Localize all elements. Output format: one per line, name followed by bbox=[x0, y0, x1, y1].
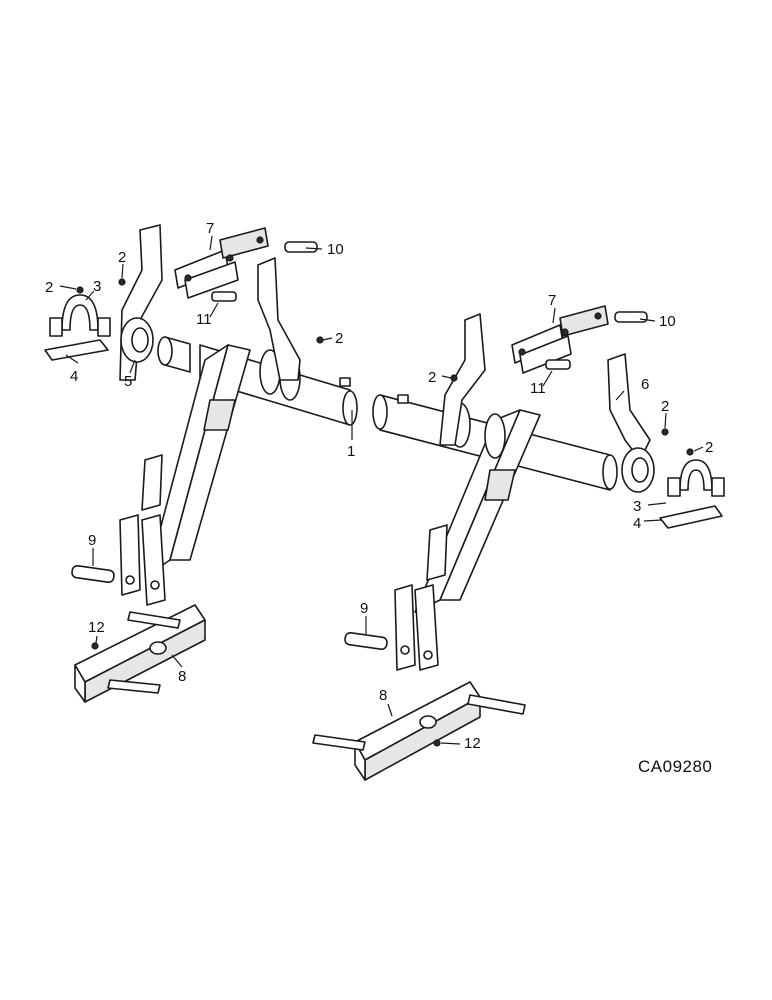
callout-2: 2 bbox=[705, 439, 713, 456]
left-axle-beam bbox=[74, 604, 206, 703]
callout-6: 6 bbox=[641, 376, 649, 393]
right-clamp bbox=[659, 459, 725, 529]
right-axle-beam bbox=[312, 681, 526, 781]
left-clamp bbox=[44, 294, 111, 361]
left-pin-11 bbox=[211, 291, 237, 302]
left-link-assembly bbox=[174, 227, 269, 299]
grease-fittings bbox=[76, 278, 694, 747]
callout-1: 1 bbox=[347, 443, 355, 460]
callout-2: 2 bbox=[335, 330, 343, 347]
callout-2: 2 bbox=[661, 398, 669, 415]
callout-12: 12 bbox=[88, 619, 105, 636]
callout-4: 4 bbox=[70, 368, 78, 385]
callout-5: 5 bbox=[124, 373, 132, 390]
callout-2: 2 bbox=[45, 279, 53, 296]
right-frame-arm bbox=[394, 409, 541, 671]
callout-2: 2 bbox=[118, 249, 126, 266]
left-upper-bracket bbox=[257, 257, 301, 381]
right-pin-10 bbox=[614, 311, 648, 323]
left-mount-plate bbox=[119, 224, 163, 381]
callout-4: 4 bbox=[633, 515, 641, 532]
right-mount-plate bbox=[607, 353, 655, 493]
callout-9: 9 bbox=[360, 600, 368, 617]
right-link-assembly bbox=[511, 305, 609, 374]
right-pin-11 bbox=[545, 359, 571, 370]
callout-2: 2 bbox=[428, 369, 436, 386]
callout-10: 10 bbox=[327, 241, 344, 258]
callout-8: 8 bbox=[379, 687, 387, 704]
callout-10: 10 bbox=[659, 313, 676, 330]
callout-8: 8 bbox=[178, 668, 186, 685]
left-pin-9 bbox=[71, 564, 115, 584]
right-pin-9 bbox=[344, 631, 388, 651]
callout-labels: 1 2 2 2 2 2 2 3 3 4 4 5 6 7 7 8 8 9 9 10… bbox=[45, 220, 713, 752]
callout-3: 3 bbox=[93, 278, 101, 295]
diagram-code: CA09280 bbox=[638, 757, 712, 776]
callout-7: 7 bbox=[548, 292, 556, 309]
callout-12: 12 bbox=[464, 735, 481, 752]
left-bushing bbox=[157, 336, 191, 373]
left-pin-10 bbox=[284, 241, 318, 253]
callout-9: 9 bbox=[88, 532, 96, 549]
callout-11: 11 bbox=[530, 380, 546, 397]
left-frame-arm bbox=[119, 344, 251, 606]
leader-lines bbox=[59, 235, 704, 745]
callout-7: 7 bbox=[206, 220, 214, 237]
callout-11: 11 bbox=[196, 311, 212, 328]
right-upper-bracket bbox=[439, 313, 486, 446]
callout-3: 3 bbox=[633, 498, 641, 515]
